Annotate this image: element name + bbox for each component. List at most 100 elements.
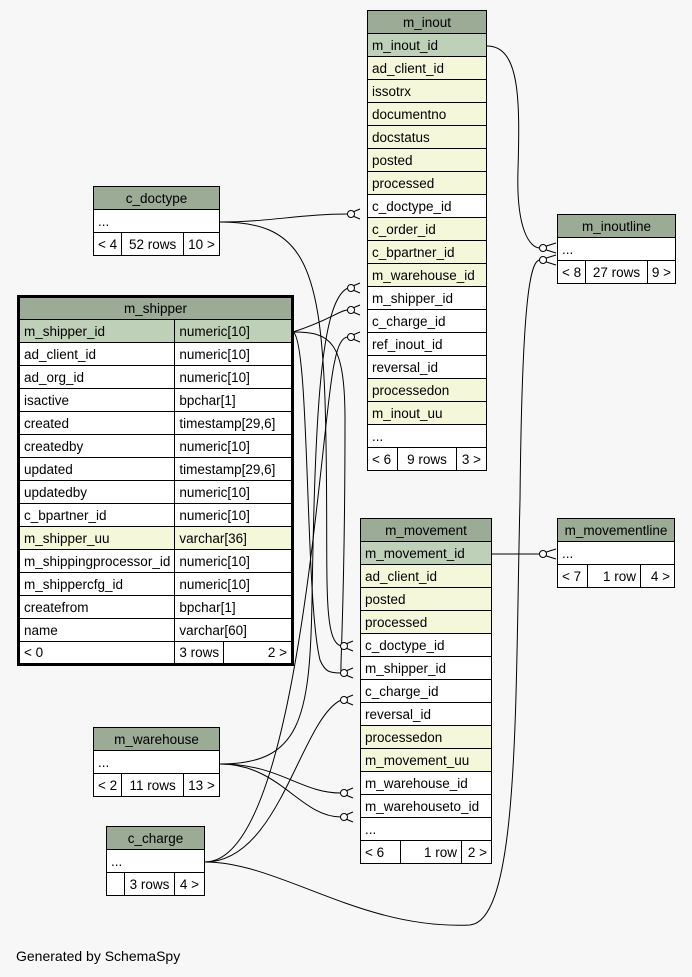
table-title[interactable]: m_movement <box>360 518 492 542</box>
table-title[interactable]: m_warehouse <box>93 727 220 751</box>
children-count[interactable]: 3 > <box>456 447 487 471</box>
column-row[interactable]: m_movement_uu <box>360 748 492 772</box>
parents-count[interactable]: < 2 <box>92 773 123 797</box>
edge-c-charge-to-m-movement <box>204 699 342 863</box>
column-row[interactable]: ad_client_id <box>367 56 487 80</box>
column-row[interactable]: c_bpartner_id <box>367 240 487 264</box>
column-row[interactable]: reversal_id <box>360 702 492 726</box>
column-row[interactable]: documentno <box>367 102 487 126</box>
column-row[interactable]: ... <box>93 750 220 774</box>
table-title[interactable]: m_shipper <box>18 296 293 320</box>
table-m-inoutline[interactable]: m_inoutline ... < 8 27 rows 9 > <box>556 214 677 284</box>
column-row[interactable]: m_shipper_id <box>367 286 487 310</box>
children-count[interactable]: 2 > <box>461 840 492 864</box>
column-row[interactable]: processed <box>360 610 492 634</box>
column-row[interactable]: posted <box>360 587 492 611</box>
column-name: created <box>17 411 176 435</box>
column-name: m_warehouseto_id <box>360 794 492 818</box>
column-list: ... <box>557 237 676 261</box>
column-name: ... <box>367 424 487 448</box>
column-row[interactable]: processed <box>367 171 487 195</box>
table-title[interactable]: m_inoutline <box>557 214 676 238</box>
table-title[interactable]: c_doctype <box>93 186 220 210</box>
parents-count[interactable]: < 7 <box>557 564 588 588</box>
table-title[interactable]: m_inout <box>367 10 487 34</box>
table-footer: 3 rows 4 > <box>106 872 205 896</box>
column-row[interactable]: ... <box>367 424 487 448</box>
parents-count[interactable]: < 8 <box>556 260 587 284</box>
table-footer: < 8 27 rows 9 > <box>556 260 677 284</box>
table-title[interactable]: m_movementline <box>557 518 675 542</box>
row-count: 3 rows <box>174 641 225 665</box>
parents-count[interactable]: < 6 <box>360 840 401 864</box>
column-row[interactable]: issotrx <box>367 79 487 103</box>
table-title[interactable]: c_charge <box>106 826 205 850</box>
column-row[interactable]: c_doctype_id <box>360 633 492 657</box>
column-row[interactable]: ... <box>557 237 676 261</box>
children-count[interactable]: 2 > <box>223 641 293 665</box>
column-row[interactable]: ... <box>360 817 492 841</box>
column-row[interactable]: m_warehouse_id <box>367 263 487 287</box>
column-row[interactable]: m_inout_id <box>367 33 487 57</box>
parents-count[interactable]: < 4 <box>92 232 123 256</box>
parents-count[interactable] <box>106 872 125 896</box>
children-count[interactable]: 10 > <box>183 232 220 256</box>
children-count[interactable]: 13 > <box>183 773 220 797</box>
column-type: bpchar[1] <box>174 595 293 619</box>
column-row[interactable]: m_warehouse_id <box>360 771 492 795</box>
column-row[interactable]: c_order_id <box>367 217 487 241</box>
column-name: ref_inout_id <box>367 332 487 356</box>
column-row[interactable]: m_warehouseto_id <box>360 794 492 818</box>
table-c-charge[interactable]: c_charge ... 3 rows 4 > <box>106 826 205 896</box>
column-row[interactable]: m_movement_id <box>360 541 492 565</box>
column-row[interactable]: ... <box>557 541 675 565</box>
column-row[interactable]: ref_inout_id <box>367 332 487 356</box>
parents-count[interactable]: < 6 <box>367 447 398 471</box>
column-row[interactable]: processedon <box>367 378 487 402</box>
table-m-movementline[interactable]: m_movementline ... < 7 1 row 4 > <box>557 518 675 588</box>
parents-count[interactable]: < 0 <box>17 641 176 665</box>
column-list: ... <box>557 541 675 565</box>
edge-m-warehouse-to-m-inout <box>219 287 349 765</box>
column-row[interactable]: ad_client_id <box>360 564 492 588</box>
children-count[interactable]: 4 > <box>174 872 205 896</box>
column-name: ... <box>557 237 676 261</box>
column-row[interactable]: reversal_id <box>367 355 487 379</box>
table-c-doctype[interactable]: c_doctype ... < 4 52 rows 10 > <box>92 186 220 256</box>
column-row[interactable]: c_charge_id <box>360 679 492 703</box>
column-row[interactable]: ... <box>93 209 220 233</box>
column-row[interactable]: posted <box>367 148 487 172</box>
column-row[interactable]: m_shipper_id <box>360 656 492 680</box>
column-name: c_doctype_id <box>360 633 492 657</box>
column-name: m_warehouse_id <box>367 263 487 287</box>
column-row[interactable]: c_doctype_id <box>367 194 487 218</box>
row-count: 1 row <box>400 840 462 864</box>
column-name: isactive <box>17 388 176 412</box>
children-count[interactable]: 9 > <box>646 260 677 284</box>
column-row[interactable]: c_charge_id <box>367 309 487 333</box>
column-row[interactable]: processedon <box>360 725 492 749</box>
children-count[interactable]: 4 > <box>640 564 675 588</box>
column-row[interactable]: ... <box>106 849 205 873</box>
column-type: varchar[60] <box>174 618 293 642</box>
table-m-warehouse[interactable]: m_warehouse ... < 2 11 rows 13 > <box>92 727 220 797</box>
column-row[interactable]: docstatus <box>367 125 487 149</box>
column-row[interactable]: m_inout_uu <box>367 401 487 425</box>
